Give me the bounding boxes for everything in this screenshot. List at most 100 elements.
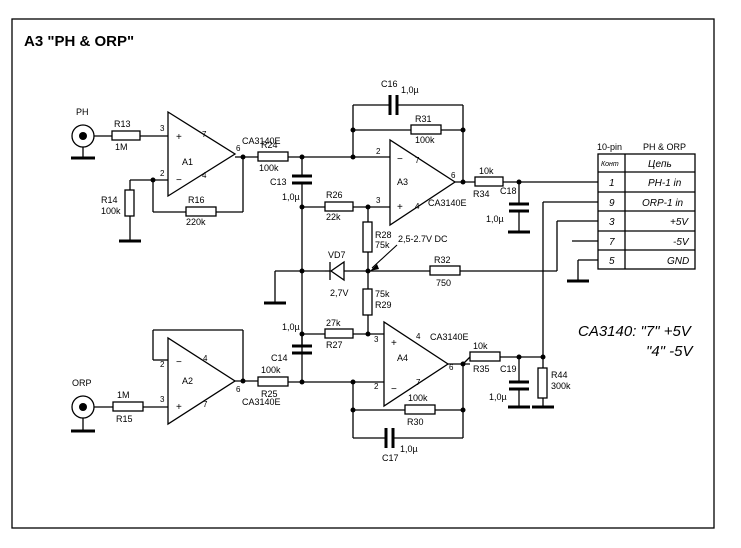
a1-pin4: 4: [202, 171, 207, 180]
resistor-r26: [324, 201, 354, 212]
svg-text:−: −: [391, 384, 397, 395]
connector-row-pin: 9: [609, 198, 615, 209]
connector-name-header: PH & ORP: [643, 142, 686, 152]
r35-ref-label: R35: [473, 364, 490, 374]
a1-pin6: 6: [236, 144, 241, 153]
a2-pin3: 3: [160, 395, 165, 404]
c13-ref-label: C13: [270, 177, 287, 187]
a2-pin6: 6: [236, 385, 241, 394]
r32-value-label: 750: [436, 278, 451, 288]
resistor-r16: [185, 206, 217, 217]
svg-text:−: −: [176, 357, 182, 368]
r35-value-label: 10k: [473, 341, 488, 351]
r30-value-label: 100k: [408, 393, 428, 403]
r34-value-label: 10k: [479, 166, 494, 176]
r15-ref-label: R15: [116, 414, 133, 424]
resistor-r44: [537, 367, 548, 399]
c19-ref-label: C19: [500, 364, 517, 374]
svg-text:+: +: [176, 402, 182, 413]
connector-row-pin: 1: [609, 178, 615, 189]
a3-pin6: 6: [451, 171, 456, 180]
a3-ref-label: A3: [397, 177, 408, 187]
c17-value-label: 1,0µ: [400, 444, 418, 454]
svg-text:+: +: [391, 338, 397, 349]
connector-x-table: 10-pin PH & ORP Конт Цепь 1 PH-1 in 9 OR…: [597, 142, 696, 270]
frame-border: [11, 18, 715, 529]
a4-pin6: 6: [449, 363, 454, 372]
a2-part-label: CA3140E: [242, 397, 281, 407]
connector-row-pin: 3: [609, 217, 615, 228]
a3-pin4: 4: [415, 202, 420, 211]
r28-value-label: 75k: [375, 240, 390, 250]
a1-ref-label: A1: [182, 157, 193, 167]
r30-ref-label: R30: [407, 417, 424, 427]
c14-value-label: 1,0µ: [282, 322, 300, 332]
orp-input-jack: [71, 395, 113, 433]
vd7-value-label: 2,7V: [330, 288, 349, 298]
a2-ref-label: A2: [182, 376, 193, 386]
resistor-r34: [474, 176, 504, 187]
resistor-r29: [362, 288, 373, 316]
opamp-a3: [389, 138, 457, 227]
c18-value-label: 1,0µ: [486, 214, 504, 224]
c16-ref-label: C16: [381, 79, 398, 89]
connector-col-contact: Конт: [601, 161, 619, 168]
r28-ref-label: R28: [375, 230, 392, 240]
r29-value-label: 75k: [375, 289, 390, 299]
r26-value-label: 22k: [326, 212, 341, 222]
zener-diode-vd7: [329, 260, 345, 282]
a4-pin7: 7: [416, 378, 421, 387]
r24-value-label: 100k: [259, 163, 279, 173]
a3-pin7: 7: [415, 156, 420, 165]
r13-ref-label: R13: [114, 119, 131, 129]
a4-pin3: 3: [374, 335, 379, 344]
r14-value-label: 100k: [101, 206, 121, 216]
r16-value-label: 220k: [186, 217, 206, 227]
connector-row-name: -5V: [673, 237, 690, 248]
r25-value-label: 100k: [261, 365, 281, 375]
r26-ref-label: R26: [326, 190, 343, 200]
r44-ref-label: R44: [551, 370, 568, 380]
resistor-r28: [362, 221, 373, 253]
resistor-r15: [112, 401, 144, 412]
a3-part-label: CA3140E: [428, 198, 467, 208]
a1-part-label: CA3140E: [242, 136, 281, 146]
resistor-r24: [257, 151, 289, 162]
c16-value-label: 1,0µ: [401, 85, 419, 95]
r14-ref-label: R14: [101, 195, 118, 205]
r34-ref-label: R34: [473, 189, 490, 199]
connector-pin-header: 10-pin: [597, 142, 622, 152]
r27-value-label: 27k: [326, 318, 341, 328]
diagram-title: A3 "PH & ORP": [24, 33, 134, 50]
r13-value-label: 1M: [115, 142, 128, 152]
ph-input-label: PH: [76, 107, 89, 117]
r31-ref-label: R31: [415, 114, 432, 124]
resistor-r13: [111, 130, 141, 141]
a3-pin2: 2: [376, 147, 381, 156]
r31-value-label: 100k: [415, 135, 435, 145]
resistor-r31: [410, 124, 442, 135]
svg-text:−: −: [176, 175, 182, 186]
c19-value-label: 1,0µ: [489, 392, 507, 402]
connector-col-circuit: Цепь: [648, 159, 672, 170]
r32-ref-label: R32: [434, 255, 451, 265]
opamp-a2: [167, 336, 237, 426]
ph-input-jack: [71, 124, 112, 160]
connector-row-name: PH-1 in: [648, 178, 682, 189]
a4-pin4: 4: [416, 332, 421, 341]
a2-pin2: 2: [160, 360, 165, 369]
c17-ref-label: C17: [382, 453, 399, 463]
a1-pin3: 3: [160, 124, 165, 133]
r27-ref-label: R27: [326, 340, 343, 350]
vd7-ref-label: VD7: [328, 250, 346, 260]
a3-pin3: 3: [376, 196, 381, 205]
a2-pin7: 7: [203, 400, 208, 409]
orp-input-label: ORP: [72, 378, 92, 388]
a4-pin2: 2: [374, 382, 379, 391]
c18-ref-label: C18: [500, 186, 517, 196]
connector-row-name: ORP-1 in: [642, 198, 684, 209]
connector-row-name: +5V: [670, 217, 689, 228]
connector-row-pin: 5: [609, 256, 615, 267]
r44-value-label: 300k: [551, 381, 571, 391]
r16-ref-label: R16: [188, 195, 205, 205]
